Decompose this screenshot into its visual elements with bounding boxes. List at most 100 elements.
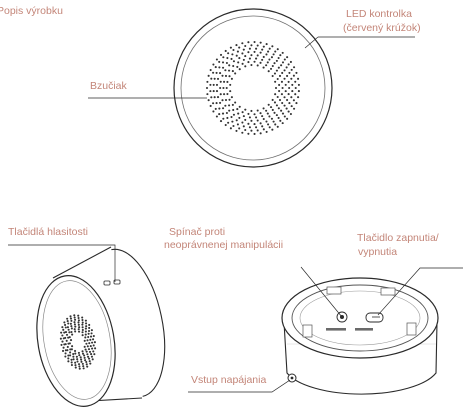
speaker-hole	[250, 44, 252, 46]
speaker-hole	[267, 113, 269, 115]
speaker-hole	[282, 122, 284, 124]
speaker-hole	[295, 87, 297, 89]
speaker-hole	[86, 353, 88, 355]
speaker-hole	[273, 121, 275, 123]
speaker-hole	[217, 78, 219, 80]
speaker-hole	[260, 52, 262, 54]
speaker-hole	[90, 345, 92, 347]
speaker-hole	[282, 113, 284, 115]
speaker-hole	[261, 125, 263, 127]
speaker-hole	[263, 56, 265, 58]
speaker-hole	[241, 52, 243, 54]
speaker-hole	[291, 84, 293, 86]
speaker-hole	[84, 340, 86, 342]
speaker-hole	[74, 362, 76, 364]
speaker-hole	[247, 133, 249, 135]
speaker-hole	[63, 332, 65, 334]
speaker-hole	[273, 62, 275, 64]
speaker-hole	[88, 358, 90, 360]
speaker-hole	[278, 84, 280, 86]
speaker-hole	[278, 117, 280, 119]
speaker-hole	[247, 61, 249, 63]
speaker-hole	[84, 346, 86, 348]
speaker-hole	[92, 350, 94, 352]
speaker-hole	[79, 368, 81, 370]
speaker-hole	[276, 114, 278, 116]
speaker-hole	[228, 70, 230, 72]
speaker-hole	[86, 363, 88, 365]
speaker-hole	[225, 75, 227, 77]
speaker-hole	[220, 54, 222, 56]
callout-tamper-label: neoprávnenej manipulácii	[164, 239, 283, 251]
speaker-hole	[250, 110, 252, 112]
speaker-hole	[266, 43, 268, 45]
speaker-hole	[74, 364, 76, 366]
speaker-hole	[236, 119, 238, 121]
speaker-hole	[67, 346, 69, 348]
speaker-hole	[78, 317, 80, 319]
speaker-hole	[229, 90, 231, 92]
speaker-hole	[282, 52, 284, 54]
speaker-hole	[214, 96, 216, 98]
speaker-hole	[71, 345, 73, 347]
speaker-hole	[225, 124, 227, 126]
speaker-hole	[236, 66, 238, 68]
speaker-hole	[206, 81, 208, 83]
speaker-hole	[89, 363, 91, 365]
speaker-hole	[226, 62, 228, 64]
speaker-hole	[228, 64, 230, 66]
speaker-hole	[268, 115, 270, 117]
speaker-hole	[271, 118, 273, 120]
speaker-hole	[276, 70, 278, 72]
speaker-hole	[238, 127, 240, 129]
speaker-hole	[91, 329, 93, 331]
speaker-hole	[80, 356, 82, 358]
speaker-hole	[265, 64, 267, 66]
speaker-hole	[85, 325, 87, 327]
callout-tamper-label: Spínač proti	[169, 226, 225, 238]
speaker-hole	[62, 350, 64, 352]
speaker-hole	[94, 341, 96, 343]
speaker-hole	[247, 123, 249, 125]
speaker-hole	[269, 48, 271, 50]
speaker-hole	[81, 316, 83, 318]
speaker-hole	[243, 115, 245, 117]
speaker-hole	[243, 125, 245, 127]
speaker-hole	[237, 61, 239, 63]
speaker-hole	[226, 57, 228, 59]
speaker-hole	[277, 96, 279, 98]
speaker-hole	[74, 316, 76, 318]
speaker-hole	[215, 66, 217, 68]
speaker-hole	[282, 61, 284, 63]
speaker-hole	[257, 44, 259, 46]
speaker-hole	[267, 61, 269, 63]
speaker-hole	[281, 102, 283, 104]
speaker-hole	[270, 106, 272, 108]
speaker-hole	[78, 331, 80, 333]
speaker-hole	[288, 111, 290, 113]
speaker-hole	[83, 367, 85, 369]
speaker-hole	[72, 353, 74, 355]
speaker-hole	[231, 96, 233, 98]
speaker-hole	[234, 72, 236, 74]
speaker-hole	[298, 84, 300, 86]
speaker-hole	[280, 64, 282, 66]
speaker-hole	[277, 126, 279, 128]
base-marking	[326, 328, 346, 331]
speaker-hole	[235, 44, 237, 46]
speaker-hole	[73, 321, 75, 323]
speaker-hole	[286, 56, 288, 58]
speaker-hole	[216, 84, 218, 86]
speaker-hole	[243, 49, 245, 51]
speaker-hole	[297, 78, 299, 80]
speaker-hole	[82, 365, 84, 367]
speaker-hole	[241, 122, 243, 124]
speaker-hole	[220, 93, 222, 95]
speaker-hole	[212, 72, 214, 74]
speaker-hole	[90, 336, 92, 338]
speaker-hole	[69, 348, 71, 350]
speaker-hole	[78, 326, 80, 328]
speaker-hole	[278, 67, 280, 69]
speaker-hole	[222, 61, 224, 63]
speaker-hole	[224, 105, 226, 107]
